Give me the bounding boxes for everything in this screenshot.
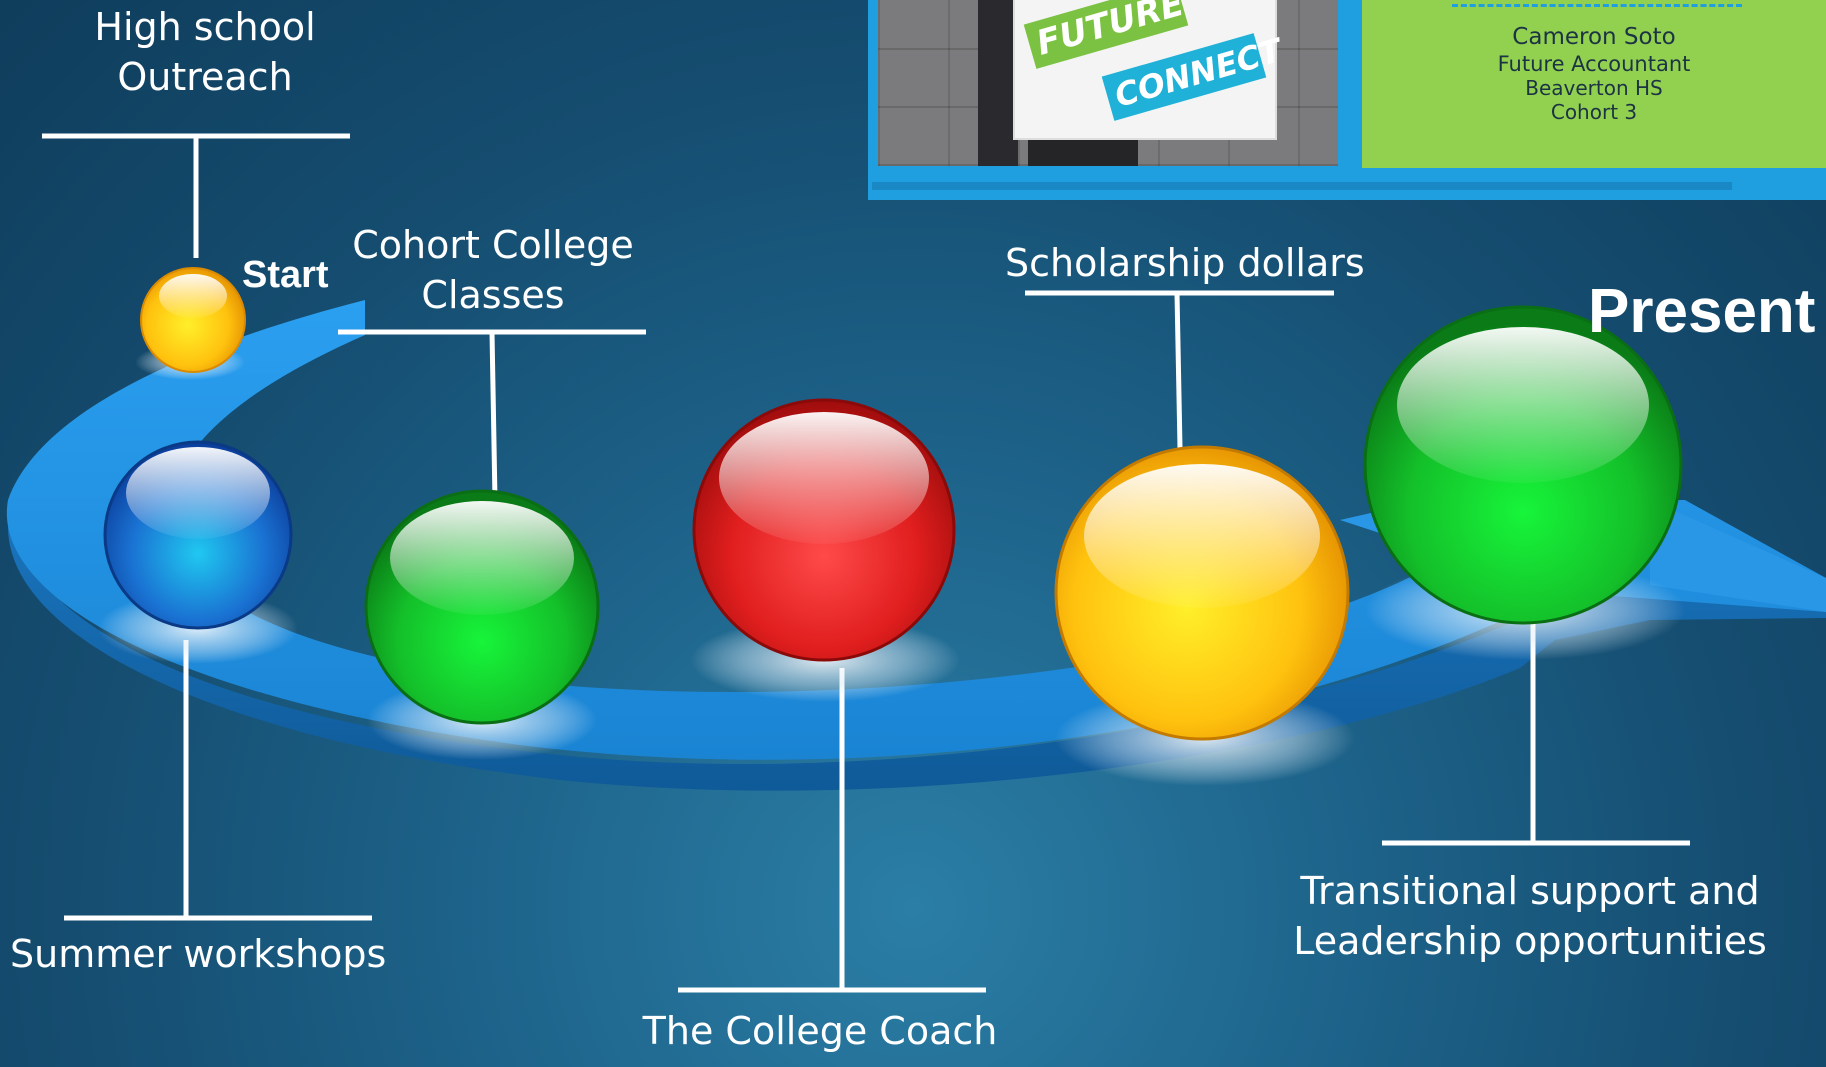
dashed-divider — [1452, 4, 1742, 7]
student-name: Cameron Soto — [1512, 24, 1676, 50]
label-line: Summer workshops — [10, 932, 387, 976]
label-line: The College Coach — [642, 1009, 998, 1053]
label-high-school-outreach: High school Outreach — [60, 2, 350, 102]
card-bottom-edge — [868, 168, 1826, 200]
label-line: Cohort College — [352, 223, 634, 267]
label-line: Outreach — [117, 55, 293, 99]
label-line: Transitional support and — [1300, 869, 1760, 913]
label-line: Leadership opportunities — [1293, 919, 1767, 963]
future-connect-sign: FUTURE CONNECT — [1013, 0, 1286, 140]
student-cohort: Cohort 3 — [1550, 100, 1638, 124]
ball-summer-workshops-blue — [103, 440, 293, 630]
label-cohort-college-classes: Cohort College Classes — [340, 220, 646, 320]
connector-lines — [42, 133, 1690, 993]
sign-text-connect: CONNECT — [1101, 31, 1286, 121]
label-start: Start — [242, 254, 329, 296]
ball-cohort-classes-green — [364, 489, 600, 725]
ball-present-green — [1363, 305, 1683, 625]
label-line: High school — [94, 5, 316, 49]
label-transitional-support: Transitional support and Leadership oppo… — [1290, 866, 1770, 966]
student-title: Future Accountant — [1497, 52, 1691, 76]
ball-scholarship-yellow — [1054, 445, 1350, 741]
arrow-head — [1650, 500, 1826, 612]
student-info-panel: Cameron Soto Future Accountant Beaverton… — [1362, 0, 1826, 168]
label-line: Classes — [421, 273, 565, 317]
ball-college-coach-red — [692, 398, 956, 662]
label-present: Present — [1588, 277, 1816, 346]
label-line: Scholarship dollars — [1005, 241, 1365, 285]
label-college-coach: The College Coach — [620, 1006, 1020, 1056]
student-photo: FUTURE CONNECT — [878, 0, 1338, 166]
label-summer-workshops: Summer workshops — [10, 929, 387, 979]
label-scholarship-dollars: Scholarship dollars — [1005, 238, 1365, 288]
student-school: Beaverton HS — [1525, 76, 1663, 100]
student-photo-card: FUTURE CONNECT Cameron Soto Future Accou… — [868, 0, 1826, 200]
ball-start-yellow — [140, 267, 246, 373]
arrow-body — [6, 300, 1826, 760]
